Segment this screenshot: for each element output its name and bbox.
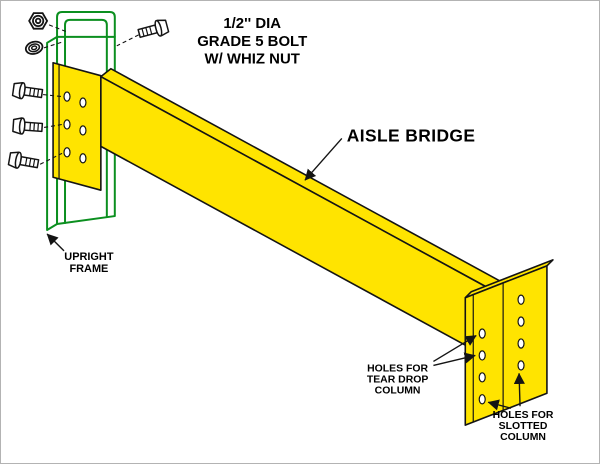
bolt-hole: [63, 91, 71, 102]
bolt-axis-dashed-line: [44, 123, 63, 128]
slotted-hole: [517, 316, 525, 327]
leader-slotted-2: [487, 399, 512, 411]
slotted-hole: [517, 294, 525, 305]
tear-drop-hole: [478, 394, 486, 405]
right-end-plate: [464, 259, 554, 426]
bolt-hole: [79, 97, 87, 108]
upright-frame-label-line-1: UPRIGHT: [64, 251, 114, 263]
upright-frame-label-line-2: FRAME: [69, 263, 108, 275]
slotted-label-line-2: SLOTTED: [499, 421, 548, 432]
slotted-hole: [517, 360, 525, 371]
tear-drop-label-line-1: HOLES FOR: [367, 363, 428, 374]
bolt-hole: [63, 119, 71, 130]
bolt-icon: [11, 116, 44, 137]
leader-upright-frame: [46, 233, 65, 252]
bolt-note-line-1: 1/2'' DIA: [223, 15, 281, 32]
leader-slotted-1: [513, 372, 525, 407]
aisle-bridge-beam: [100, 67, 506, 363]
whiz-nut-icon: [28, 12, 49, 30]
bolt-axis-dashed-line: [43, 41, 64, 49]
leader-tear-drop-2: [433, 352, 476, 367]
bolt-axis-dashed-line: [43, 94, 63, 98]
leader-lines: [46, 137, 525, 411]
slotted-hole: [517, 338, 525, 349]
right-end-plate-face: [464, 265, 548, 426]
slotted-label-line-1: HOLES FOR: [493, 410, 554, 421]
upright-channel-outer-rim: [56, 10, 116, 38]
hardware: [7, 12, 170, 173]
bolt-axis-lines: [39, 24, 139, 165]
bolt-hole: [79, 153, 87, 164]
bolt-icon: [136, 17, 170, 42]
bolt-axis-dashed-line: [116, 34, 139, 47]
bolt-icon: [11, 80, 44, 103]
tear-drop-label-line-3: COLUMN: [375, 385, 421, 396]
bolt-note-line-2: GRADE 5 BOLT: [197, 33, 307, 50]
bolt-icon: [7, 150, 41, 173]
tear-drop-hole: [478, 372, 486, 383]
tear-drop-hole: [478, 328, 486, 339]
bolt-axis-dashed-line: [48, 24, 68, 33]
tear-drop-label-line-2: TEAR DROP: [367, 374, 429, 385]
leader-tear-drop-1: [433, 334, 477, 363]
annotations: 1/2'' DIA GRADE 5 BOLT W/ WHIZ NUT AISLE…: [64, 15, 554, 443]
aisle-bridge-label: AISLE BRIDGE: [347, 125, 476, 145]
bolt-hole: [79, 125, 87, 136]
left-end-plate-face: [52, 61, 102, 191]
upright-channel-inner-rim: [64, 18, 108, 38]
beam-front-face: [100, 75, 496, 363]
bolt-hole: [63, 147, 71, 158]
washer-icon: [24, 40, 44, 55]
bolt-note-line-3: W/ WHIZ NUT: [205, 51, 300, 68]
leader-aisle-bridge: [304, 137, 343, 181]
left-end-plate: [52, 61, 102, 191]
slotted-label-line-3: COLUMN: [500, 432, 546, 443]
tear-drop-hole: [478, 350, 486, 361]
